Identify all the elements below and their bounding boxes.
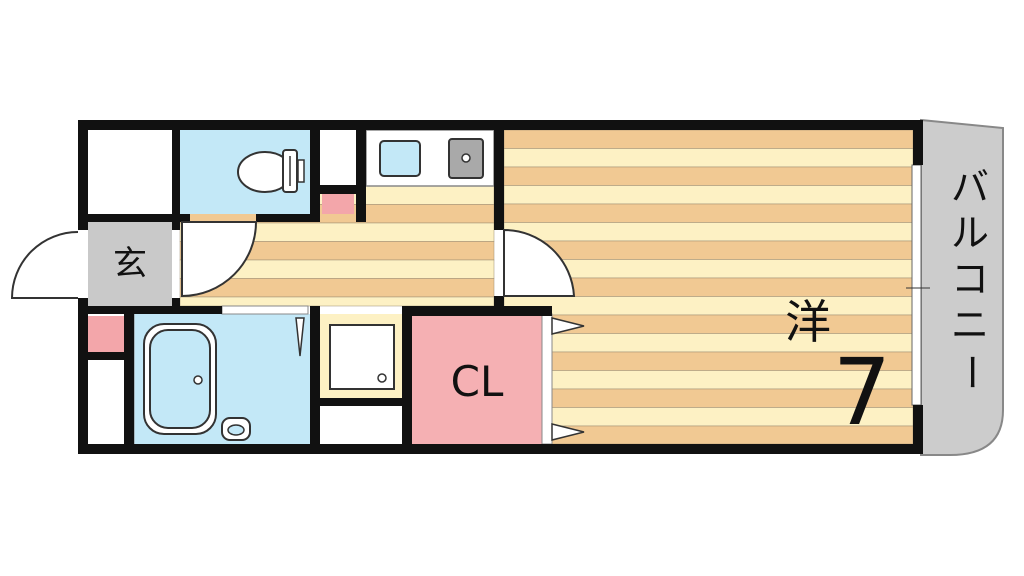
entry-pink-box: [88, 316, 124, 352]
room-size-label: 7: [833, 339, 892, 446]
corridor-floor: [179, 185, 495, 307]
shoe-storage: [88, 360, 124, 444]
floor-stripe: [503, 296, 914, 316]
walls: [78, 120, 923, 454]
room-door: [503, 228, 576, 297]
closet-door-upper: [551, 317, 585, 335]
bathtub-basin: [149, 329, 211, 429]
closet-door-lower: [551, 423, 585, 441]
shower-curtain: [295, 317, 305, 357]
floor-stripe: [503, 148, 914, 168]
meter-box: [322, 194, 354, 214]
closet-door-track: [541, 313, 553, 445]
bath-door-frame: [221, 305, 309, 315]
window: [911, 164, 922, 406]
floor-stripe: [503, 222, 914, 242]
floor-stripe: [503, 129, 914, 149]
balcony-label-char: ル: [951, 211, 989, 255]
front-door: [10, 231, 79, 299]
small-storage: [320, 130, 356, 185]
stove-icon: [379, 140, 421, 177]
top-left-storage: [88, 130, 172, 214]
western-room-label: 洋: [785, 295, 831, 349]
closet-label: CL: [451, 357, 504, 406]
balcony-label-char: バ: [951, 165, 989, 209]
bottom-storage: [320, 406, 402, 444]
floor-stripe: [179, 296, 495, 307]
balcony-area: [920, 118, 1004, 456]
toilet-icon: [237, 149, 305, 193]
floor-stripe: [503, 185, 914, 205]
closet-area: [412, 314, 542, 444]
floor-stripe: [503, 203, 914, 223]
floor-stripe: [503, 166, 914, 186]
balcony-label-char: ー: [949, 353, 993, 391]
inner-door: [181, 221, 258, 298]
entrance-area: [88, 222, 172, 306]
balcony-label-char: ニ: [951, 303, 989, 347]
balcony-label-char: コ: [951, 257, 989, 301]
entrance-label: 玄: [113, 244, 147, 284]
floor-stripe: [503, 240, 914, 260]
